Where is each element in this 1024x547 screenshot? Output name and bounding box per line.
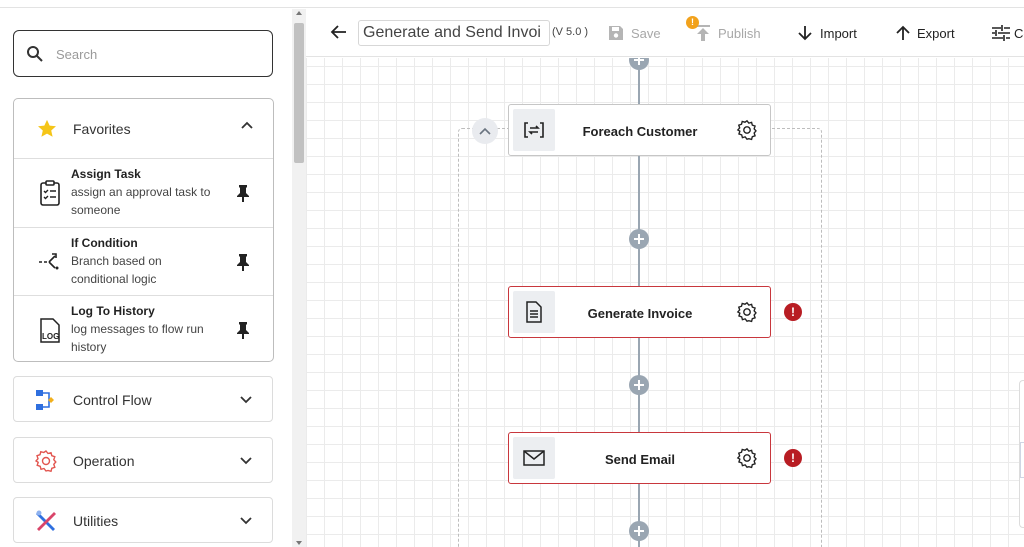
flow-canvas[interactable]: Foreach Customer Generate Invoice ! Send… xyxy=(306,58,1024,547)
category-title: Control Flow xyxy=(73,392,152,408)
add-step-button[interactable] xyxy=(629,375,649,395)
favorite-title: Assign Task xyxy=(71,167,141,181)
node-icon-box xyxy=(513,109,555,151)
save-icon xyxy=(609,26,623,40)
control-flow-icon xyxy=(36,390,54,410)
favorite-description: Branch based on conditional logic xyxy=(71,254,162,286)
branch-arrow-icon xyxy=(39,253,59,270)
publish-button[interactable]: Publish xyxy=(692,9,764,57)
scroll-down-arrow-icon[interactable] xyxy=(296,541,302,545)
publish-warning-badge: ! xyxy=(686,16,699,29)
back-arrow-icon[interactable] xyxy=(330,23,348,41)
add-step-button[interactable] xyxy=(629,521,649,541)
flow-title-input[interactable]: Generate and Send Invoi xyxy=(358,20,550,46)
publish-label: Publish xyxy=(718,26,761,41)
star-icon xyxy=(38,119,56,137)
sidebar-scrollbar[interactable] xyxy=(292,9,306,547)
side-panel-edge[interactable] xyxy=(1019,380,1024,528)
favorite-item-assign-task[interactable]: Assign Task assign an approval task to s… xyxy=(14,159,273,227)
favorite-item-if-condition[interactable]: If Condition Branch based on conditional… xyxy=(14,227,273,295)
import-label: Import xyxy=(820,26,857,41)
gear-icon[interactable] xyxy=(736,301,758,323)
favorites-header[interactable]: Favorites xyxy=(14,99,273,159)
chevron-up-icon xyxy=(479,127,491,135)
favorite-description: assign an approval task to someone xyxy=(71,185,211,217)
scroll-up-arrow-icon[interactable] xyxy=(296,11,302,15)
clipboard-checklist-icon xyxy=(40,180,60,206)
publish-upload-icon xyxy=(696,25,710,41)
save-label: Save xyxy=(631,26,661,41)
search-box[interactable] xyxy=(13,30,273,77)
gear-icon[interactable] xyxy=(736,447,758,469)
top-border xyxy=(0,0,1024,8)
category-title: Operation xyxy=(73,453,135,469)
import-arrow-icon xyxy=(798,26,812,41)
export-arrow-icon xyxy=(896,25,910,40)
svg-text:LOG: LOG xyxy=(42,332,59,341)
pin-icon[interactable] xyxy=(236,253,250,271)
add-step-button[interactable] xyxy=(629,58,649,70)
editor-toolbar: Generate and Send Invoi (V 5.0 ) Save Pu… xyxy=(306,9,1024,57)
export-button[interactable]: Export xyxy=(894,9,960,57)
category-control-flow[interactable]: Control Flow xyxy=(13,376,273,422)
tune-sliders-icon xyxy=(992,25,1010,41)
flow-node-generate-invoice[interactable]: Generate Invoice xyxy=(508,286,771,338)
settings-button[interactable]: Co xyxy=(990,9,1024,57)
search-icon xyxy=(27,46,43,62)
node-label: Foreach Customer xyxy=(582,124,698,139)
operation-gear-icon xyxy=(34,450,57,473)
mail-icon xyxy=(523,450,545,466)
category-utilities[interactable]: Utilities xyxy=(13,497,273,543)
favorite-title: Log To History xyxy=(71,304,155,318)
error-indicator-icon[interactable]: ! xyxy=(784,303,802,321)
chevron-down-icon[interactable] xyxy=(240,517,252,525)
settings-label: Co xyxy=(1014,26,1024,41)
save-button[interactable]: Save xyxy=(606,9,666,57)
gear-icon[interactable] xyxy=(736,119,758,141)
node-icon-box xyxy=(513,437,555,479)
utilities-tools-icon xyxy=(36,510,56,531)
pin-icon[interactable] xyxy=(236,321,250,339)
error-indicator-icon[interactable]: ! xyxy=(784,449,802,467)
add-step-button[interactable] xyxy=(629,229,649,249)
favorites-panel: Favorites Assign Task assign an approval… xyxy=(13,98,274,362)
import-button[interactable]: Import xyxy=(796,9,862,57)
export-label: Export xyxy=(917,26,955,41)
favorites-title: Favorites xyxy=(73,121,131,137)
node-label: Generate Invoice xyxy=(587,306,693,321)
favorite-title: If Condition xyxy=(71,236,138,250)
version-label: (V 5.0 ) xyxy=(552,26,589,38)
collapse-loop-button[interactable] xyxy=(472,118,498,144)
chevron-down-icon[interactable] xyxy=(240,396,252,404)
toolbox-sidebar: Favorites Assign Task assign an approval… xyxy=(0,9,292,547)
search-input[interactable] xyxy=(56,41,256,67)
node-icon-box xyxy=(513,291,555,333)
document-icon xyxy=(526,301,542,323)
category-title: Utilities xyxy=(73,513,119,529)
scrollbar-thumb[interactable] xyxy=(294,23,304,163)
category-operation[interactable]: Operation xyxy=(13,437,273,483)
chevron-down-icon[interactable] xyxy=(240,457,252,465)
loop-icon xyxy=(524,122,544,138)
log-file-icon: LOG xyxy=(40,318,60,343)
pin-icon[interactable] xyxy=(236,184,250,202)
favorite-description: log messages to flow run history xyxy=(71,322,204,354)
favorite-item-log-to-history[interactable]: LOG Log To History log messages to flow … xyxy=(14,295,273,363)
side-panel-tab[interactable] xyxy=(1020,442,1024,478)
chevron-up-icon[interactable] xyxy=(241,121,253,129)
flow-node-send-email[interactable]: Send Email xyxy=(508,432,771,484)
flow-node-foreach-customer[interactable]: Foreach Customer xyxy=(508,104,771,156)
node-label: Send Email xyxy=(604,452,676,467)
